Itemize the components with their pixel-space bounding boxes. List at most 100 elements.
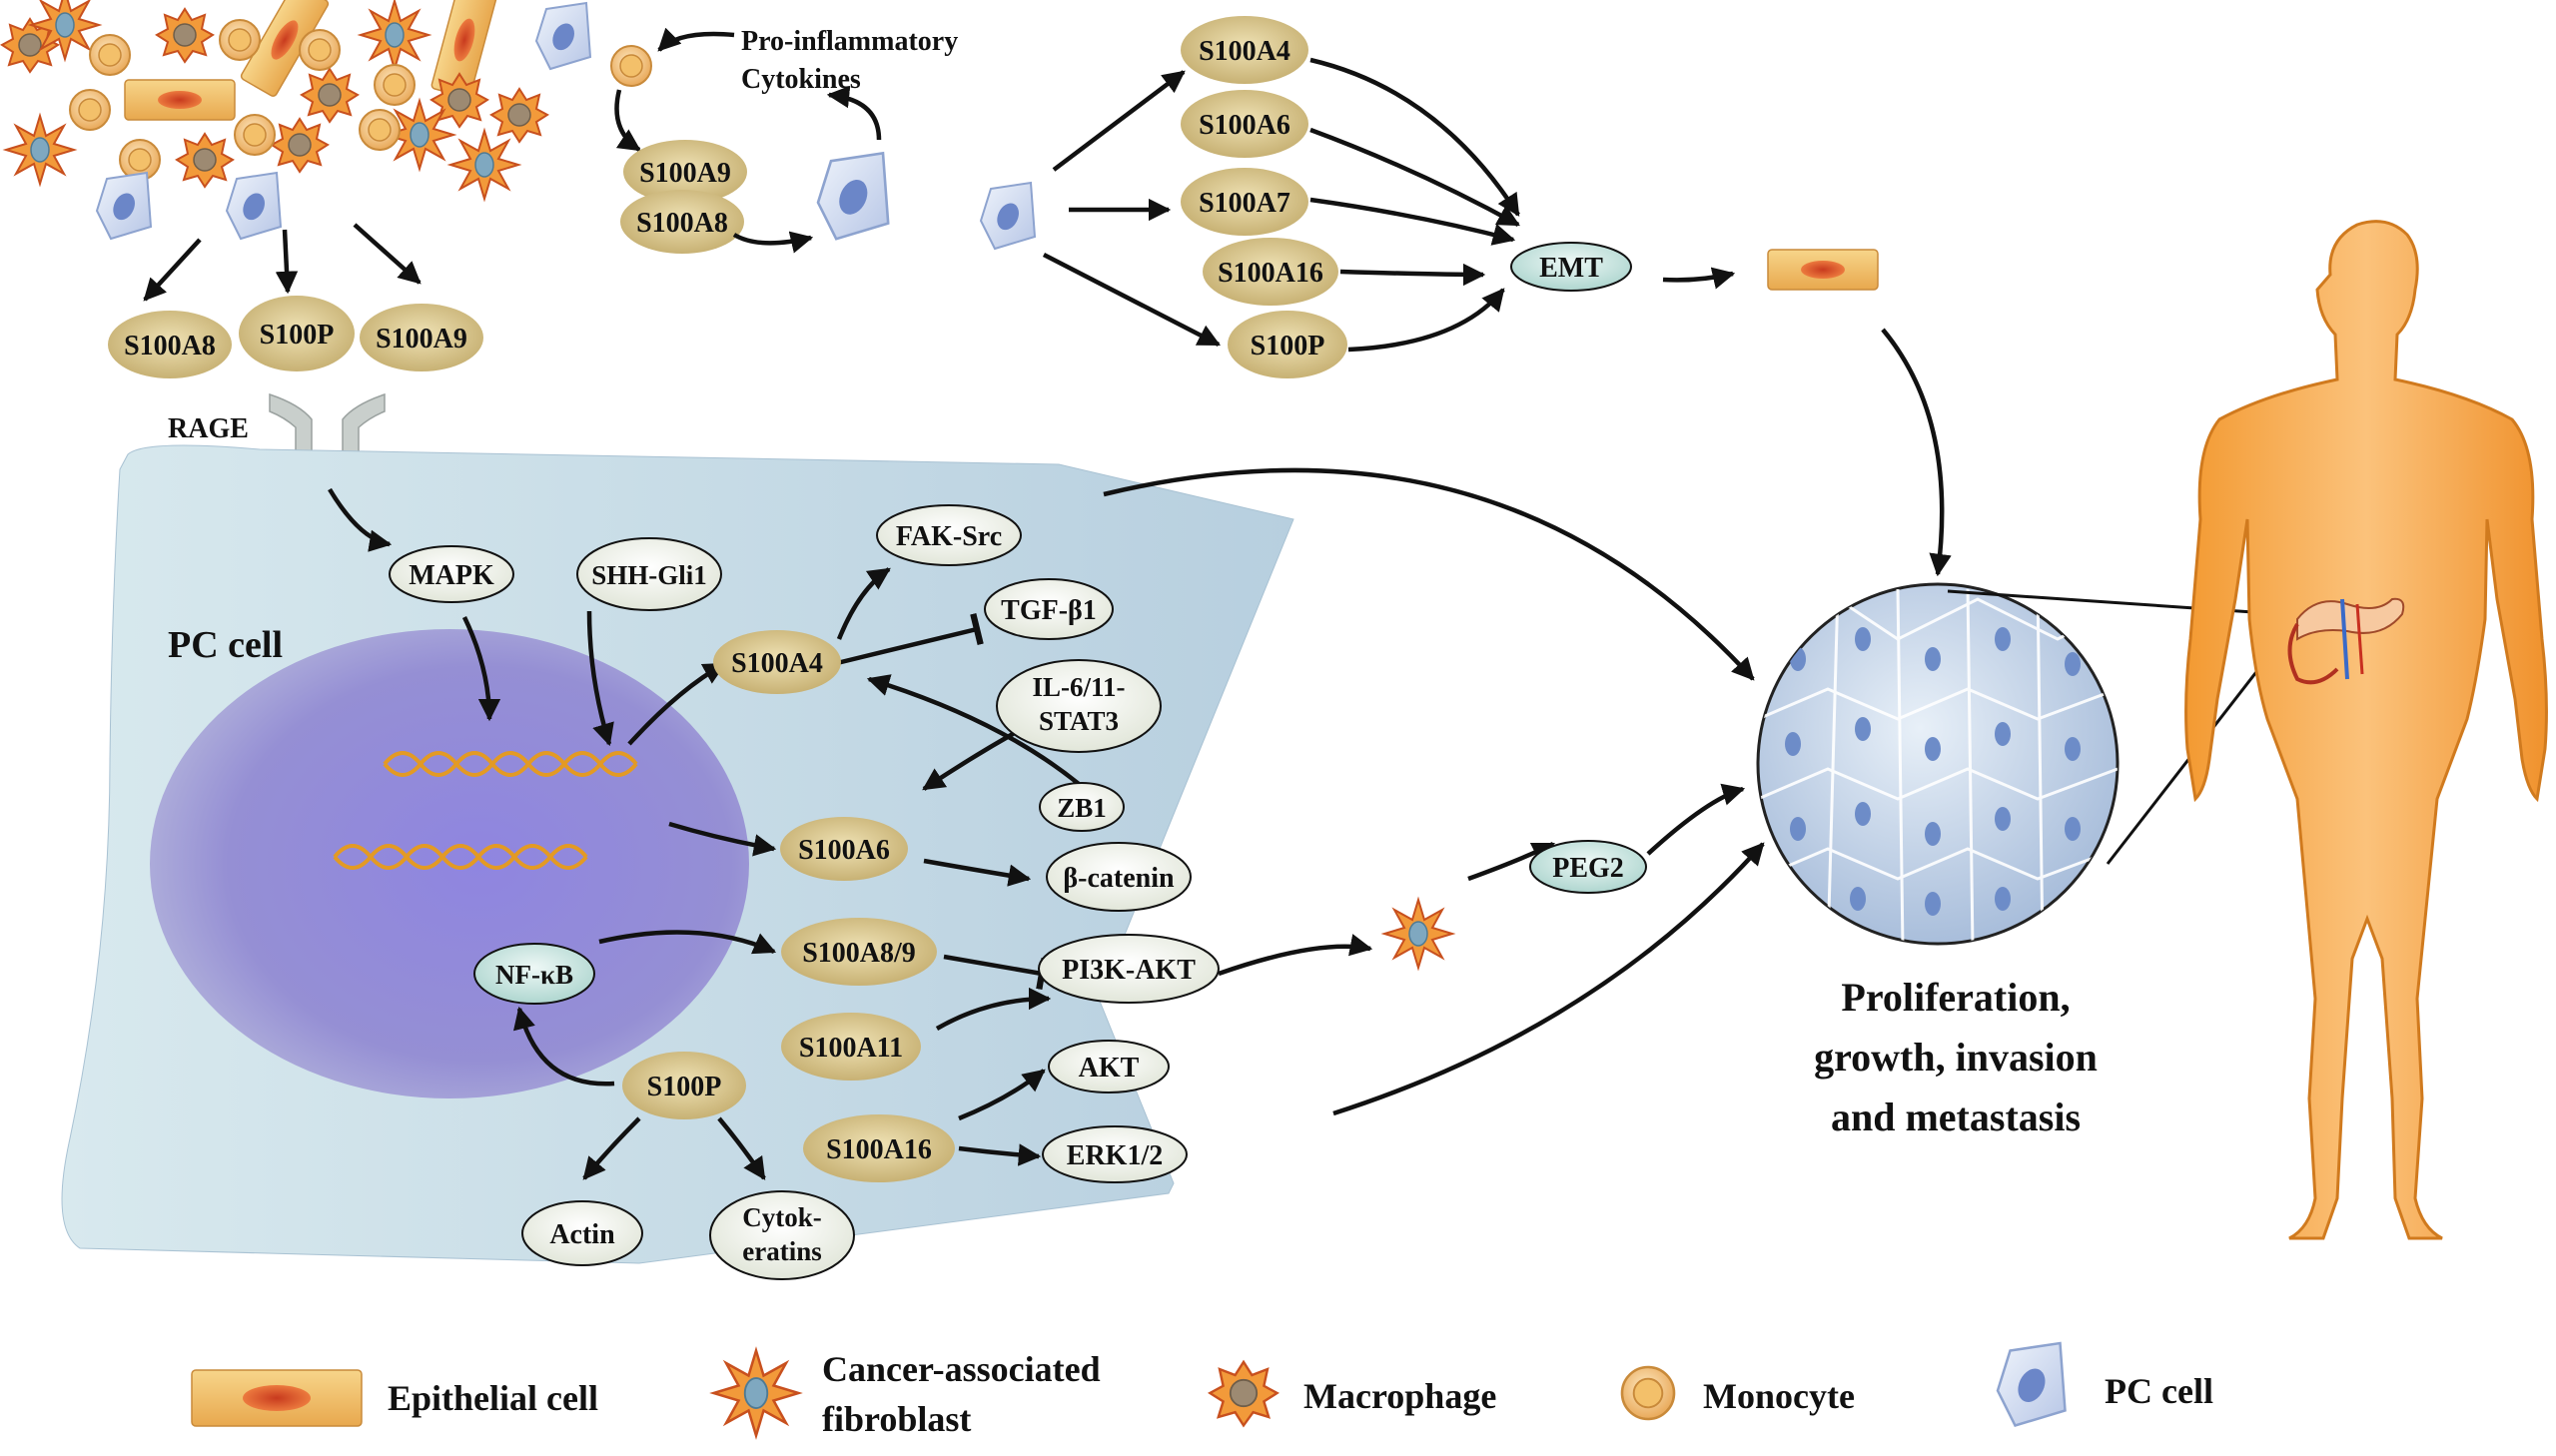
rage-label: RAGE	[168, 413, 249, 444]
epithelial-cell-icon	[1767, 249, 1879, 291]
node-akt: AKT	[1048, 1040, 1170, 1093]
node-actin: Actin	[521, 1200, 643, 1266]
monocyte-icon	[299, 29, 341, 71]
protein-s100a6: S100A6	[780, 817, 908, 881]
svg-text:fibroblast: fibroblast	[822, 1399, 971, 1439]
tumor-tissue-sphere	[1756, 582, 2120, 946]
node-fak-src: FAK-Src	[876, 504, 1022, 566]
svg-text:β-catenin: β-catenin	[1063, 863, 1175, 894]
svg-text:IL-6/11-: IL-6/11-	[1032, 672, 1125, 702]
macrophage-icon	[1209, 1360, 1278, 1427]
svg-text:Actin: Actin	[549, 1219, 615, 1250]
cell-cluster	[1, 0, 591, 240]
protein-s100a4-emt: S100A4	[1181, 16, 1308, 84]
protein-s100p: S100P	[622, 1052, 746, 1119]
monocyte-icon	[374, 64, 416, 106]
protein-s100a11: S100A11	[781, 1013, 921, 1081]
outcome-line-1: Proliferation,	[1841, 975, 2070, 1020]
svg-text:Cancer-associated: Cancer-associated	[822, 1349, 1101, 1389]
protein-s100a9-loop: S100A9	[623, 140, 747, 204]
cytokines-label-1: Pro-inflammatory	[741, 26, 958, 57]
svg-text:S100P: S100P	[260, 320, 335, 351]
protein-s100a8-9: S100A8/9	[781, 918, 937, 986]
protein-s100p-emt: S100P	[1228, 311, 1347, 378]
node-tgf-b1: TGF-β1	[984, 578, 1114, 640]
protein-s100a7-emt: S100A7	[1181, 168, 1308, 236]
monocyte-icon	[359, 109, 401, 151]
svg-text:S100A8: S100A8	[636, 208, 728, 239]
node-cytokeratins: Cytok- eratins	[709, 1190, 855, 1280]
svg-text:ZB1: ZB1	[1057, 793, 1107, 823]
macrophage-icon	[156, 8, 214, 63]
svg-text:S100A6: S100A6	[1199, 110, 1290, 141]
svg-text:STAT3: STAT3	[1039, 706, 1119, 736]
dna-icon	[333, 751, 638, 870]
svg-text:S100A4: S100A4	[731, 648, 823, 679]
legend-item-epithelial: Epithelial cell	[191, 1369, 598, 1427]
pc-cell-icon	[96, 172, 152, 240]
pc-cell-icon	[980, 182, 1036, 250]
svg-text:FAK-Src: FAK-Src	[896, 521, 1002, 552]
legend-item-pc-cell: PC cell	[1996, 1341, 2213, 1427]
pc-cell-icon	[1996, 1341, 2067, 1427]
legend-item-macrophage: Macrophage	[1209, 1360, 1496, 1427]
fibroblast-icon	[5, 115, 75, 185]
protein-s100a8-top: S100A8	[108, 311, 232, 378]
node-pi3k-akt: PI3K-AKT	[1038, 934, 1220, 1004]
svg-text:Epithelial cell: Epithelial cell	[388, 1378, 598, 1418]
svg-text:EMT: EMT	[1539, 253, 1603, 284]
fibroblast-icon	[712, 1349, 800, 1437]
pc-cell-icon	[535, 2, 591, 70]
node-mapk: MAPK	[389, 545, 514, 603]
svg-text:SHH-Gli1: SHH-Gli1	[591, 560, 707, 590]
pc-cell-icon	[226, 172, 282, 240]
node-zb1: ZB1	[1039, 782, 1125, 832]
svg-text:ERK1/2: ERK1/2	[1067, 1140, 1163, 1171]
outcome-line-3: and metastasis	[1831, 1094, 2081, 1139]
monocyte-icon	[234, 114, 276, 156]
pc-cell-icon	[816, 152, 890, 241]
node-il6-stat3: IL-6/11- STAT3	[996, 659, 1162, 753]
macrophage-icon	[301, 68, 359, 123]
protein-s100a6-emt: S100A6	[1181, 90, 1308, 158]
legend: Epithelial cell Cancer-associated fibrob…	[191, 1341, 2213, 1439]
fibroblast-icon	[1383, 899, 1453, 969]
protein-s100a16: S100A16	[803, 1114, 955, 1182]
svg-text:S100A4: S100A4	[1199, 36, 1290, 67]
fibroblast-icon	[449, 130, 519, 200]
svg-text:S100A8/9: S100A8/9	[802, 938, 916, 969]
svg-text:S100A6: S100A6	[798, 835, 890, 866]
node-nf-kb: NF-κB	[473, 943, 595, 1005]
svg-text:AKT: AKT	[1079, 1053, 1140, 1084]
legend-item-fibroblast: Cancer-associated fibroblast	[712, 1349, 1101, 1439]
monocyte-icon	[89, 34, 131, 76]
monocyte-icon	[1620, 1365, 1676, 1421]
node-b-catenin: β-catenin	[1046, 842, 1192, 912]
cytokines-label-2: Cytokines	[741, 64, 861, 95]
macrophage-icon	[271, 118, 329, 173]
node-shh-gli1: SHH-Gli1	[576, 537, 722, 611]
node-peg2: PEG2	[1529, 840, 1647, 894]
cell-title: PC cell	[168, 624, 283, 666]
protein-s100a8-loop: S100A8	[620, 190, 744, 254]
svg-text:PC cell: PC cell	[2105, 1371, 2213, 1411]
outcome-line-2: growth, invasion	[1814, 1035, 2098, 1080]
macrophage-icon	[176, 133, 234, 188]
macrophage-icon	[490, 88, 548, 143]
svg-text:PI3K-AKT: PI3K-AKT	[1062, 955, 1196, 986]
monocyte-icon	[219, 19, 261, 61]
svg-text:eratins: eratins	[742, 1236, 821, 1266]
svg-text:S100A16: S100A16	[1218, 258, 1323, 289]
node-erk12: ERK1/2	[1042, 1125, 1188, 1183]
svg-text:Cytok-: Cytok-	[742, 1202, 822, 1232]
svg-text:MAPK: MAPK	[409, 560, 494, 591]
legend-item-monocyte: Monocyte	[1620, 1365, 1855, 1421]
protein-s100p-top: S100P	[239, 296, 355, 371]
svg-text:S100P: S100P	[1251, 331, 1325, 362]
svg-text:S100P: S100P	[647, 1072, 722, 1102]
emt-node: EMT	[1510, 242, 1632, 292]
svg-text:S100A9: S100A9	[376, 324, 467, 355]
svg-text:NF-κB: NF-κB	[495, 960, 573, 990]
svg-text:Monocyte: Monocyte	[1703, 1376, 1855, 1416]
